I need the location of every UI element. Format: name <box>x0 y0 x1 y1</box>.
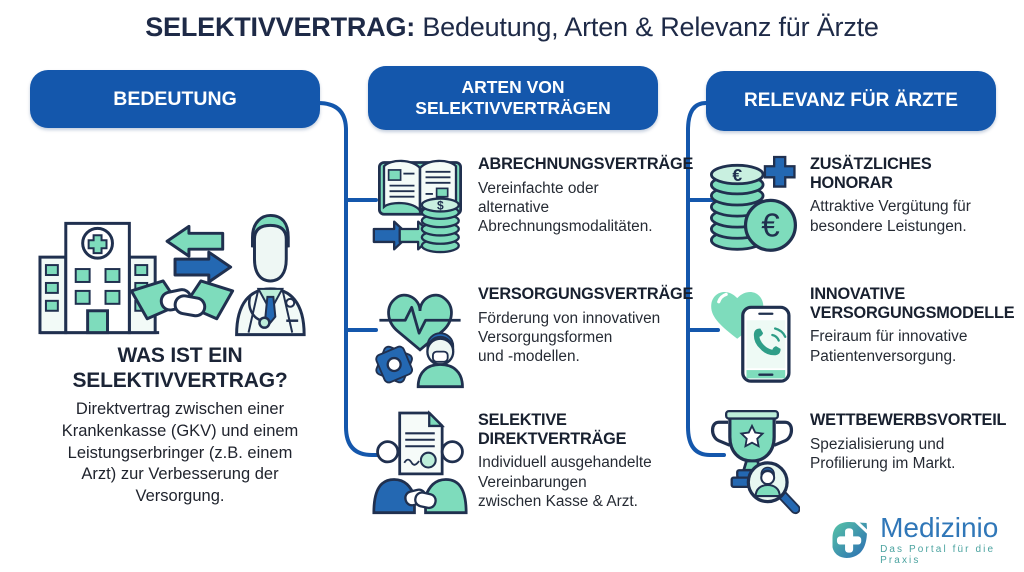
header-pill-relevanz-label: RELEVANZ FÜR ÄRZTE <box>744 90 958 111</box>
arten-item-versorgungsvertraege: VERSORGUNGSVERTRÄGE Förderung von innova… <box>372 280 693 390</box>
bedeutung-question: WAS IST EIN SELEKTIVVERTRAG? <box>72 344 288 392</box>
item-body: Spezialisierung und Profilierung im Mark… <box>810 435 956 472</box>
relevanz-item-wettbewerbsvorteil: WETTBEWERBSVORTEIL Spezialisierung und P… <box>704 406 1006 516</box>
relevanz-item-zusaetzliches-honorar: € € ZUSÄTZLICHES HONORAR Attraktive Verg… <box>704 150 971 260</box>
heart-smartphone-icon <box>711 292 791 383</box>
item-title: WETTBEWERBSVORTEIL <box>810 411 1007 429</box>
header-pill-arten: ARTEN VON SELEKTIVVERTRÄGEN <box>368 66 658 130</box>
euro-coins-plus-icon: € € <box>710 155 797 252</box>
logo-brand: Medizinio <box>880 512 999 543</box>
svg-text:€: € <box>732 165 742 185</box>
trophy-magnifier-doctor-icon <box>710 409 800 515</box>
contract-handshake-icon <box>372 410 468 515</box>
medizinio-logo: Medizinio Das Portal für die Praxis <box>828 513 1024 566</box>
header-pill-bedeutung-label: BEDEUTUNG <box>113 87 237 110</box>
item-title: ABRECHNUNGSVERTRÄGE <box>478 155 694 173</box>
item-title: ZUSÄTZLICHES HONORAR <box>810 155 932 192</box>
item-body: Förderung von innovativen Versorgungsfor… <box>478 309 661 366</box>
bedeutung-definition: Direktvertrag zwischen einer Krankenkass… <box>61 400 299 506</box>
medizinio-leaf-cross-icon <box>832 518 871 558</box>
item-body: Attraktive Vergütung für besondere Leist… <box>810 198 971 235</box>
hospital-handshake-doctor-icon <box>38 213 306 337</box>
item-title: SELEKTIVE DIREKTVERTRÄGE <box>478 411 627 448</box>
item-body: Freiraum für innovative Patientenversorg… <box>810 328 968 365</box>
item-body: Vereinfachte oder alternative Abrechnung… <box>478 179 653 236</box>
item-title: INNOVATIVE VERSORGUNGSMODELLE <box>810 285 1015 322</box>
svg-text:$: $ <box>437 199 444 213</box>
svg-text:€: € <box>761 207 779 244</box>
relevanz-item-innovative-versorgungsmodelle: INNOVATIVE VERSORGUNGSMODELLE Freiraum f… <box>704 280 1015 390</box>
page-title-rest: Bedeutung, Arten & Relevanz für Ärzte <box>415 12 879 42</box>
page-title-lead: SELEKTIVVERTRAG: <box>145 12 416 42</box>
item-body: Individuell ausgehandelte Vereinbarungen… <box>478 454 652 510</box>
item-title: VERSORGUNGSVERTRÄGE <box>478 285 694 303</box>
header-pill-bedeutung: BEDEUTUNG <box>30 70 320 128</box>
arten-item-abrechnungsvertraege: $ ABRECHNUNGSVERTRÄGE Vereinfachte oder … <box>372 150 693 260</box>
arten-item-selektive-direktvertraege: SELEKTIVE DIREKTVERTRÄGE Individuell aus… <box>372 406 652 516</box>
page-title: SELEKTIVVERTRAG: Bedeutung, Arten & Rele… <box>0 12 1024 43</box>
open-book-coins-arrows-icon: $ <box>372 159 462 254</box>
logo-tagline: Das Portal für die Praxis <box>880 544 996 567</box>
connector-arten-spine <box>318 101 384 457</box>
header-pill-relevanz: RELEVANZ FÜR ÄRZTE <box>706 71 996 131</box>
header-pill-arten-label: ARTEN VON SELEKTIVVERTRÄGEN <box>415 77 611 118</box>
heart-ekg-gear-patient-icon <box>375 293 464 389</box>
